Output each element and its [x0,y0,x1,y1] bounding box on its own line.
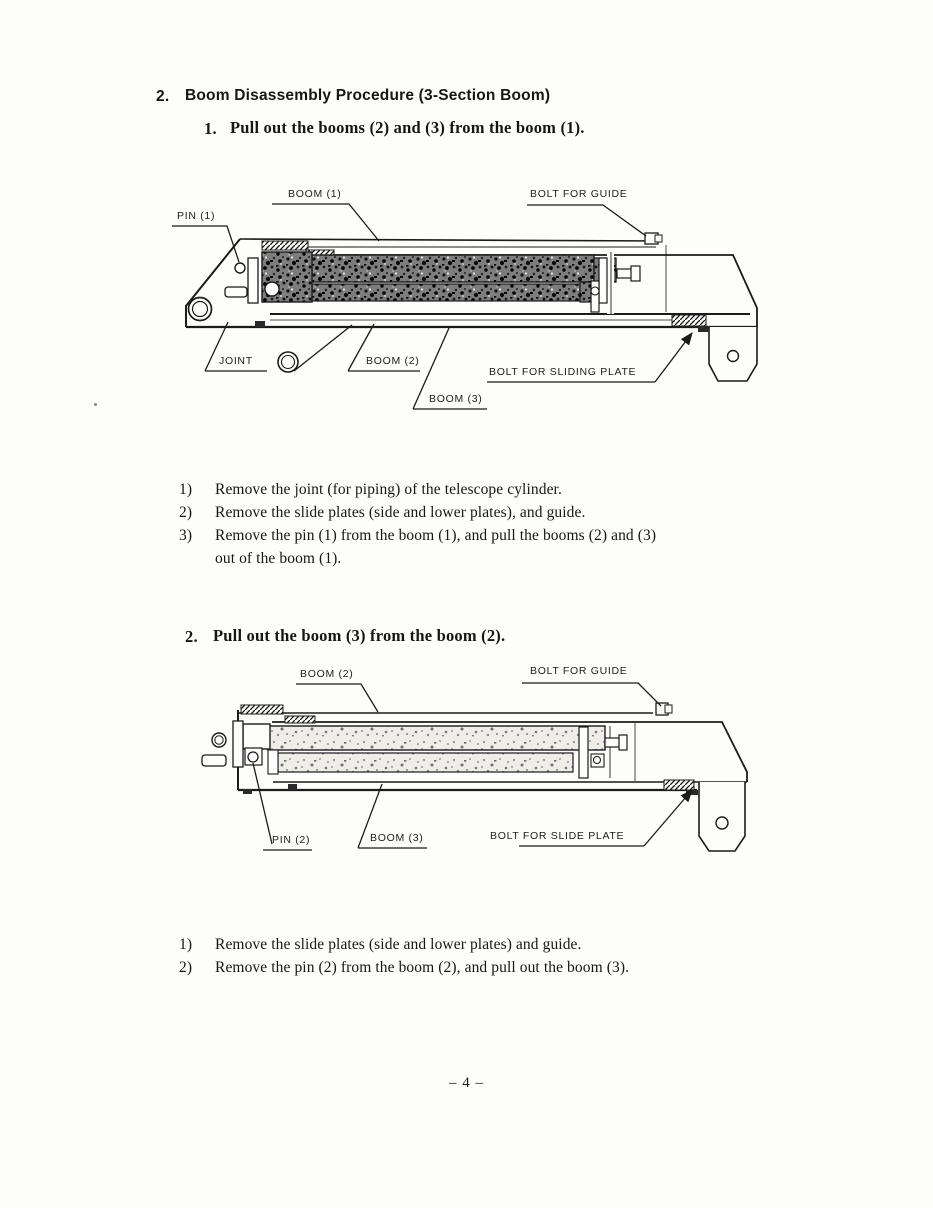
list-item-text: Remove the slide plates (side and lower … [215,936,582,953]
label-pin-1: PIN (1) [177,210,216,222]
label-boom-1: BOOM (1) [288,188,342,200]
substeps-list-2: 1) Remove the slide plates (side and lowe… [179,933,629,979]
page-title: Boom Disassembly Procedure (3-Section Bo… [185,87,551,104]
list-item-number: 1) [179,936,193,953]
list-item-text: Remove the pin (1) from the boom (1), an… [215,527,657,544]
diagram-1-art [172,203,758,410]
list-item: 2) Remove the pin (2) from the boom (2), … [179,956,629,979]
list-item: 1) Remove the joint (for piping) of the t… [179,478,656,501]
step2-text: Pull out the boom (3) from the boom (2). [213,626,506,645]
list-item-continuation: 3)out of the boom (1). [179,547,656,570]
diagram-1-leaders [172,203,693,410]
step2-number: 2. [185,627,198,646]
scan-speck [94,403,97,406]
label-boom-2-d1: BOOM (2) [366,355,420,367]
list-item-text: Remove the pin (2) from the boom (2), an… [215,959,630,976]
step1-number: 1. [204,119,217,138]
label-bolt-for-sliding-plate: BOLT FOR SLIDING PLATE [489,366,637,378]
label-bolt-for-guide-2: BOLT FOR GUIDE [530,665,628,677]
label-boom-3-d2: BOOM (3) [370,832,424,844]
list-item: 2) Remove the slide plates (side and lowe… [179,501,656,524]
list-item-number: 3) [179,527,193,544]
list-item-number: 2) [179,504,193,521]
diagram-2-art [201,682,748,852]
label-joint: JOINT [219,355,253,367]
list-item-number: 2) [179,959,193,976]
list-item: 1) Remove the slide plates (side and lowe… [179,933,629,956]
label-bolt-for-slide-plate: BOLT FOR SLIDE PLATE [490,830,625,842]
label-bolt-for-guide-1: BOLT FOR GUIDE [530,188,628,200]
list-item-number: 1) [179,481,193,498]
page-number: – 4 – [449,1075,484,1091]
list-item: 3) Remove the pin (1) from the boom (1), … [179,524,656,547]
list-item-text: Remove the slide plates (side and lower … [215,504,586,521]
list-item-text: out of the boom (1). [215,550,342,567]
diagram-2-leaders [252,682,693,851]
section-number: 2. [156,88,170,105]
list-item-text: Remove the joint (for piping) of the tel… [215,481,562,498]
label-pin-2: PIN (2) [272,834,311,846]
substeps-list-1: 1) Remove the joint (for piping) of the t… [179,478,656,570]
step1-text: Pull out the booms (2) and (3) from the … [230,118,585,137]
label-boom-2-d2: BOOM (2) [300,668,354,680]
label-boom-3-d1: BOOM (3) [429,393,483,405]
